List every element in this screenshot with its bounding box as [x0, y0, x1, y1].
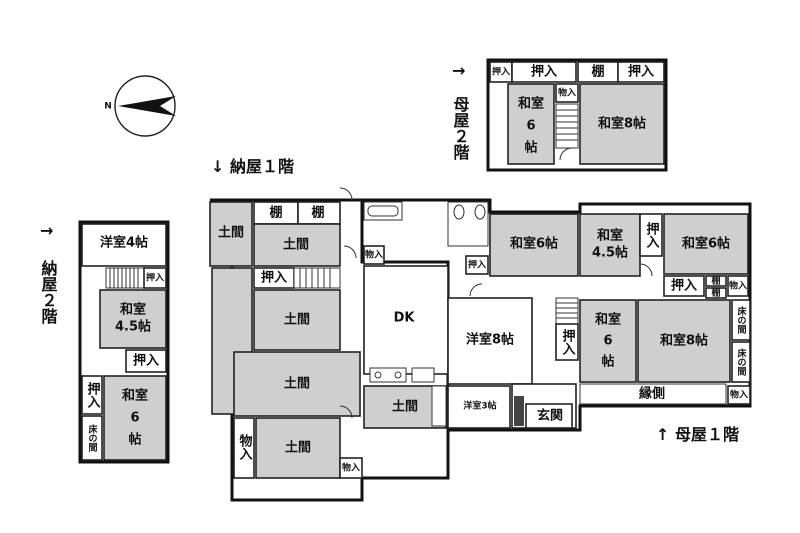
svg-text:押入: 押入 [671, 278, 697, 294]
western-room-3 [447, 385, 511, 429]
svg-text:和室: 和室 [122, 388, 148, 404]
svg-text:帖: 帖 [128, 432, 141, 448]
svg-text:6: 6 [603, 334, 612, 349]
svg-text:棚: 棚 [711, 287, 720, 299]
svg-text:物入: 物入 [558, 87, 576, 99]
svg-text:土間: 土間 [284, 312, 310, 328]
compass-north-label: N [104, 102, 112, 112]
main2-washitsu-8 [579, 83, 665, 165]
svg-text:床の間: 床の間 [736, 305, 747, 334]
svg-text:押入: 押入 [644, 221, 660, 248]
svg-text:和室: 和室 [518, 96, 544, 112]
barn2-closet-label: 押入 [133, 353, 159, 369]
svg-text:6: 6 [526, 119, 535, 134]
svg-text:和室: 和室 [120, 302, 146, 318]
svg-text:棚: 棚 [591, 64, 604, 80]
svg-text:和室6帖: 和室6帖 [682, 236, 730, 252]
dk-room [363, 265, 449, 375]
barn1-doma-4 [233, 351, 361, 417]
svg-text:棚: 棚 [711, 275, 720, 287]
svg-text:玄関: 玄関 [537, 408, 563, 424]
main2-stairs [555, 103, 579, 149]
svg-text:物入: 物入 [730, 389, 748, 401]
svg-text:和室: 和室 [595, 312, 621, 328]
svg-text:和室8帖: 和室8帖 [660, 333, 708, 349]
barn-2f-arrow: → [40, 221, 53, 240]
svg-text:物入: 物入 [729, 280, 747, 292]
main1-washitsu-6c [579, 299, 637, 383]
barn-1f-title: ↓ 納屋１階 [211, 157, 294, 176]
svg-text:押入: 押入 [492, 66, 510, 78]
barn2-western-room-label: 洋室4帖 [100, 235, 148, 251]
svg-text:床の間: 床の間 [736, 347, 747, 376]
barn1-doma-2 [253, 223, 341, 267]
barn1-stairs [293, 267, 341, 289]
svg-text:帖: 帖 [601, 354, 614, 370]
svg-text:土間: 土間 [284, 376, 310, 392]
main-2f-arrow: → [452, 61, 465, 80]
svg-text:押入: 押入 [531, 64, 557, 80]
barn2-stairs [105, 267, 145, 289]
barn2-washitsu-6 [103, 375, 167, 461]
svg-text:押入: 押入 [560, 328, 576, 355]
svg-text:床の間: 床の間 [87, 423, 98, 452]
main-1f-title: ↑ 母屋１階 [656, 425, 739, 444]
barn-1f-plan: 土間 棚 棚 土間 押入 土間 土間 物入 土間 物入 物入 [209, 198, 450, 502]
barn2-western-room [81, 223, 167, 267]
main1-washitsu-6a [489, 213, 579, 277]
compass-icon: N [104, 75, 176, 137]
svg-text:4.5帖: 4.5帖 [115, 319, 151, 335]
svg-text:洋室8帖: 洋室8帖 [466, 332, 514, 348]
svg-text:棚: 棚 [269, 205, 282, 221]
svg-text:土間: 土間 [285, 440, 311, 456]
barn2-small-closet-label: 押入 [146, 272, 164, 284]
svg-text:和室6帖: 和室6帖 [510, 236, 558, 252]
door-swings [339, 147, 653, 419]
main1-washitsu-8 [637, 299, 731, 383]
main-2f-title: 母屋２階 [451, 96, 470, 161]
svg-text:和室8帖: 和室8帖 [598, 116, 646, 132]
svg-text:物入: 物入 [342, 462, 360, 474]
svg-text:物入: 物入 [237, 433, 253, 460]
svg-text:縁側: 縁側 [639, 386, 665, 402]
svg-text:土間: 土間 [218, 225, 244, 241]
western-room-8 [447, 297, 533, 385]
svg-text:6: 6 [130, 411, 139, 426]
main1-stairs [555, 297, 579, 325]
main2-washitsu-6 [507, 83, 555, 165]
barn1-doma-1 [209, 201, 253, 267]
barn2-washitsu-45 [99, 289, 167, 349]
main1-washitsu-6b [663, 213, 749, 275]
main-2f-plan: 押入 押入 棚 押入 物入 和室 6 帖 和室8帖 [486, 58, 668, 172]
svg-text:土間: 土間 [392, 399, 418, 415]
engawa [579, 383, 727, 405]
barn-2f-plan: 洋室4帖 押入 和室 4.5帖 押入 押入 床の間 和室 6 帖 [78, 220, 170, 464]
barn1-doma-5 [255, 417, 341, 479]
barn1-doma-3 [253, 289, 341, 351]
svg-text:押入: 押入 [85, 381, 101, 408]
svg-text:押入: 押入 [468, 259, 486, 271]
svg-text:4.5帖: 4.5帖 [592, 245, 628, 261]
barn-2f-title: 納屋２階 [39, 259, 58, 325]
svg-text:物入: 物入 [365, 249, 383, 261]
svg-text:和室: 和室 [597, 228, 623, 244]
svg-text:帖: 帖 [524, 140, 537, 156]
svg-text:押入: 押入 [628, 64, 654, 80]
main-1f-plan: DK 土間 洋室8帖 洋室3帖 玄関 和室6帖 押入 和室 4.5帖 押入 [362, 198, 752, 432]
svg-text:棚: 棚 [311, 205, 324, 221]
svg-text:押入: 押入 [261, 270, 287, 286]
svg-text:土間: 土間 [283, 237, 309, 253]
svg-text:DK: DK [394, 311, 416, 326]
svg-text:洋室3帖: 洋室3帖 [463, 400, 496, 412]
